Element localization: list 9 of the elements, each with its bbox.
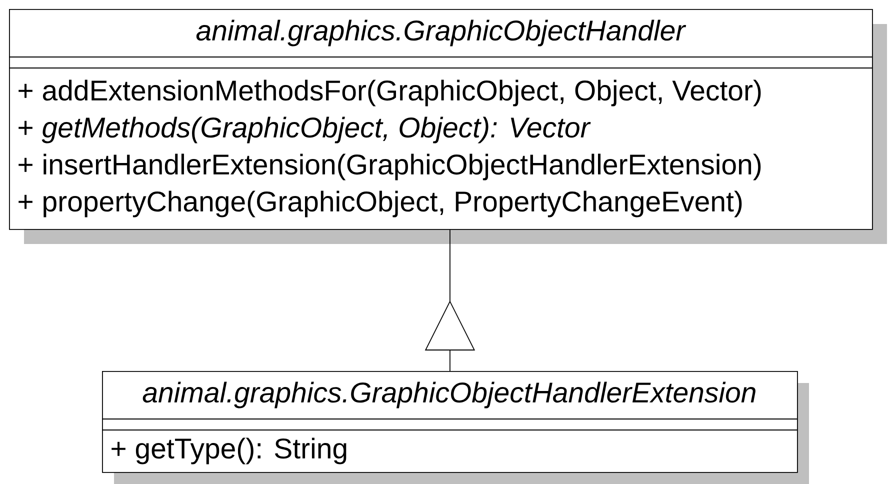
- class-name: animal.graphics.GraphicObjectHandler: [196, 20, 686, 46]
- method-text: + insertHandlerExtension(GraphicObjectHandlerExtension): [18, 154, 761, 180]
- class-box: [8, 9, 873, 230]
- method-text: + getType(): String: [112, 438, 346, 464]
- method-text: + propertyChange(GraphicObject, PropertyChangeEvent): [18, 190, 742, 218]
- class-box: [102, 371, 798, 473]
- method-text: + addExtensionMethodsFor(GraphicObject, Object, Vector): [18, 80, 761, 106]
- class-name: animal.graphics.GraphicObjectHandlerExtension: [142, 382, 756, 408]
- method-text: + getMethods(GraphicObject, Object): Vector: [18, 116, 591, 144]
